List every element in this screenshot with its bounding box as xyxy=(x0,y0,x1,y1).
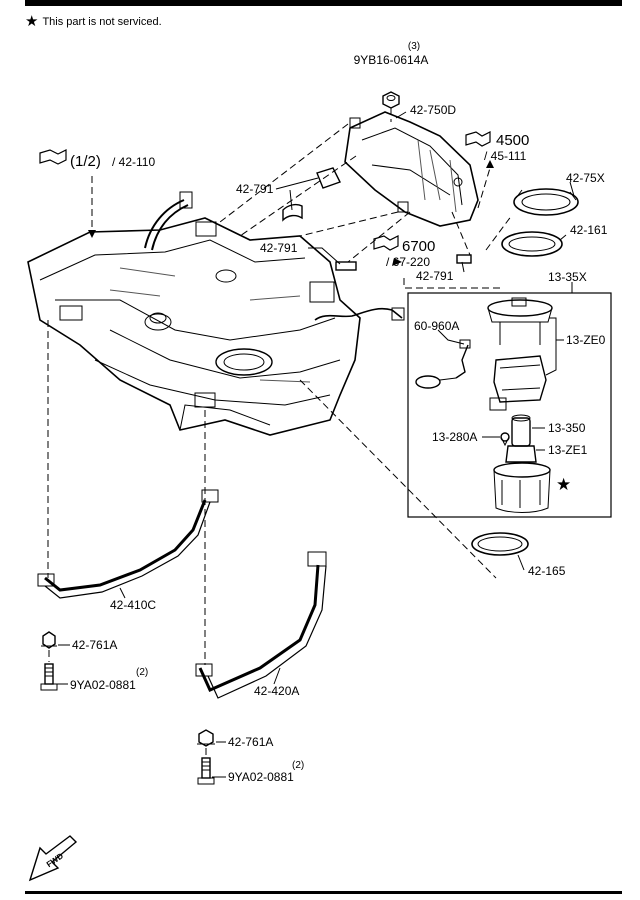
reservoir-cup[interactable] xyxy=(493,462,551,513)
leader-lines xyxy=(55,111,575,778)
ref-page: / 67-220 xyxy=(386,255,430,269)
guide-lines xyxy=(47,108,513,756)
ref-fraction: (1/2) xyxy=(70,153,101,170)
star-icon: ★ xyxy=(556,475,571,494)
pad-d[interactable] xyxy=(456,254,472,264)
part-label: 13-35X xyxy=(548,270,587,284)
fwd-arrow-icon xyxy=(28,835,78,882)
bolt-left[interactable] xyxy=(40,663,58,691)
book-icon xyxy=(39,149,67,165)
bolt-right[interactable] xyxy=(197,757,215,785)
part-label: 42-761A xyxy=(228,735,273,749)
qty-label: (3) xyxy=(408,41,420,52)
heat-shield[interactable] xyxy=(344,111,479,227)
ref-number: 4500 xyxy=(496,132,529,149)
part-label: 42-161 xyxy=(570,223,608,237)
part-label: 60-960A xyxy=(414,319,459,333)
sealing-gasket[interactable] xyxy=(501,231,563,257)
part-label: 9YB16-0614A xyxy=(354,53,429,67)
legend-note: ★ This part is not serviced. xyxy=(25,14,162,29)
fuel-filter[interactable] xyxy=(511,414,531,447)
part-label: 9YA02-0881 xyxy=(70,678,136,692)
pressure-regulator[interactable] xyxy=(500,432,510,447)
pad-a[interactable] xyxy=(316,167,341,189)
part-label: 13-350 xyxy=(548,421,586,435)
part-label: 42-761A xyxy=(72,638,117,652)
star-icon: ★ xyxy=(25,13,39,30)
pump-module[interactable] xyxy=(489,355,547,411)
nut-9yb16[interactable] xyxy=(382,91,400,109)
part-label: 13-ZE0 xyxy=(566,333,606,347)
qty-label: (2) xyxy=(292,760,304,771)
part-label: 42-791 xyxy=(260,241,298,255)
nut-761a-left[interactable] xyxy=(41,631,57,649)
fuel-tank[interactable] xyxy=(27,191,405,436)
pad-c[interactable] xyxy=(335,261,357,271)
lock-ring[interactable] xyxy=(513,188,579,216)
pad-b[interactable] xyxy=(282,203,303,222)
part-label: 13-ZE1 xyxy=(548,443,588,457)
pump-flange[interactable] xyxy=(487,297,553,345)
part-label: 42-750D xyxy=(410,103,456,117)
bottom-rule xyxy=(25,891,622,894)
part-label: 42-420A xyxy=(254,684,299,698)
part-label: 13-280A xyxy=(432,430,477,444)
fuel-sender[interactable] xyxy=(415,339,471,389)
legend-text: This part is not serviced. xyxy=(42,15,162,28)
part-label: 42-791 xyxy=(236,182,274,196)
strap-410c[interactable] xyxy=(37,489,219,599)
book-icon xyxy=(373,235,399,251)
strap-420a[interactable] xyxy=(195,551,327,699)
ref-page: / 45-111 xyxy=(484,149,527,163)
pump-unit[interactable] xyxy=(505,445,537,463)
part-label: 42-165 xyxy=(528,564,566,578)
part-label: 42-791 xyxy=(416,269,454,283)
part-label: 42-75X xyxy=(566,171,605,185)
part-label: 9YA02-0881 xyxy=(228,770,294,784)
ref-number: 6700 xyxy=(402,238,435,255)
arrowheads xyxy=(88,160,494,266)
nut-761a-right[interactable] xyxy=(197,729,215,747)
top-rule xyxy=(25,0,622,6)
pump-kit-frame xyxy=(407,292,612,518)
part-label: 42-410C xyxy=(110,598,156,612)
qty-label: (2) xyxy=(136,667,148,678)
ref-page: / 42-110 xyxy=(112,155,155,169)
book-icon xyxy=(465,131,491,147)
tank-gasket[interactable] xyxy=(471,532,529,556)
